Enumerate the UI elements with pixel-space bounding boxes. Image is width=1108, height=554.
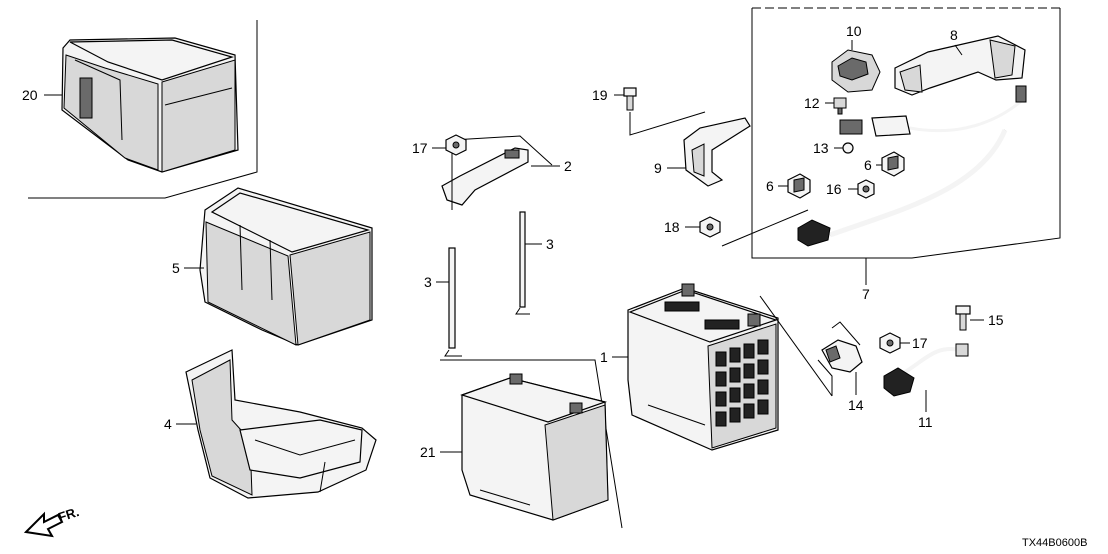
callout-12: 12 — [804, 95, 820, 111]
callout-10: 10 — [846, 23, 862, 39]
callout-20: 20 — [22, 87, 38, 103]
positive-cable-11 — [883, 343, 969, 397]
nut-13 — [842, 142, 854, 154]
callout-8: 8 — [950, 27, 958, 43]
callout-11: 11 — [918, 414, 933, 430]
callout-13: 13 — [813, 140, 829, 156]
battery-setting-bolt-3a — [444, 247, 462, 357]
callout-6a: 6 — [766, 178, 774, 194]
flange-nut-17a — [445, 134, 467, 156]
battery-setting-plate-2 — [441, 135, 553, 210]
callout-2: 2 — [564, 158, 572, 174]
battery-cell-grid — [715, 339, 769, 427]
group-frame-20 — [28, 20, 258, 199]
front-direction-label: FR. — [56, 504, 81, 525]
callout-17a: 17 — [412, 140, 428, 156]
callout-5: 5 — [172, 260, 180, 276]
flange-nut-17b — [879, 332, 901, 354]
nut-16 — [857, 179, 875, 199]
front-direction-arrow-icon — [23, 511, 64, 538]
group-frame-21 — [440, 359, 623, 529]
callout-9: 9 — [654, 160, 662, 176]
callout-17b: 17 — [912, 335, 928, 351]
flange-bolt-15 — [955, 305, 971, 331]
battery-cable-7 — [797, 85, 1027, 247]
callout-16: 16 — [826, 181, 842, 197]
battery-tray-4 — [185, 349, 377, 499]
cable-clip-6b — [881, 151, 905, 177]
battery-box-cover-20 — [61, 37, 239, 173]
callout-7: 7 — [862, 286, 870, 302]
callout-15: 15 — [988, 312, 1004, 328]
callout-19: 19 — [592, 87, 608, 103]
fuse-box-cover-8 — [894, 35, 1026, 96]
group-frame-7 — [751, 7, 1061, 259]
callout-3a: 3 — [424, 274, 432, 290]
callout-6b: 6 — [864, 157, 872, 173]
callout-18: 18 — [664, 219, 680, 235]
battery-1 — [627, 283, 779, 451]
callout-21: 21 — [420, 444, 436, 460]
flange-nut-18 — [699, 209, 809, 247]
terminal-cover-10 — [831, 49, 881, 93]
battery-cable-bracket-9 — [683, 117, 751, 187]
callout-1: 1 — [600, 349, 608, 365]
callout-3b: 3 — [546, 236, 554, 252]
callout-14: 14 — [848, 397, 864, 413]
battery-setting-bolt-3b — [515, 211, 530, 315]
terminal-14 — [759, 295, 863, 397]
cable-clip-6a — [787, 173, 811, 199]
battery-box-upper-5 — [199, 187, 373, 346]
callout-4: 4 — [164, 416, 172, 432]
leader-lines — [44, 40, 984, 453]
diagram-code: TX44B0600B — [1022, 537, 1087, 549]
flange-bolt-19 — [623, 87, 706, 136]
battery-21 — [460, 373, 609, 521]
clip-12 — [833, 97, 847, 115]
